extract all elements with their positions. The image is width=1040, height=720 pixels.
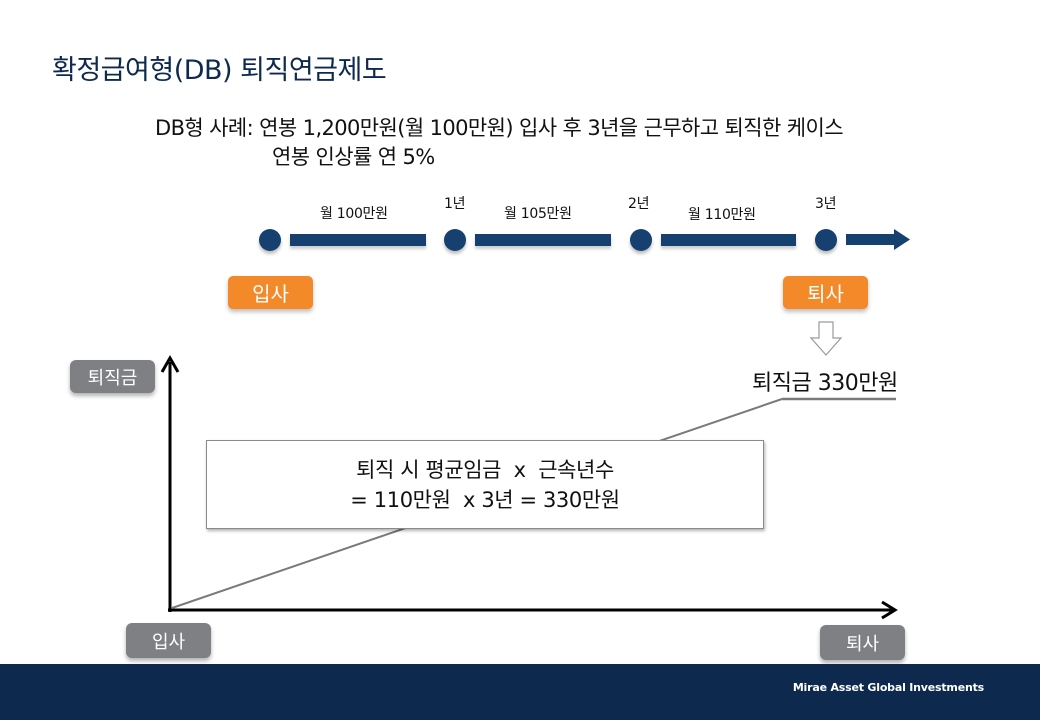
retirement-pay-result: 퇴직금 330만원	[752, 371, 898, 396]
case-description-line1: DB형 사례: 연봉 1,200만원(월 100만원) 입사 후 3년을 근무하…	[155, 116, 844, 140]
y-axis-label-badge: 퇴직금	[70, 360, 155, 393]
arrow-down-icon	[809, 321, 843, 356]
period-salary-label: 월 110만원	[688, 207, 756, 223]
arrow-right-icon	[846, 229, 910, 250]
formula-line2: = 110만원 x 3년 = 330만원	[350, 487, 620, 512]
year-mark-label: 1년	[444, 196, 466, 212]
retire-badge: 퇴사	[783, 276, 868, 309]
page-title: 확정급여형(DB) 퇴직연금제도	[52, 55, 387, 86]
timeline-dot	[630, 229, 652, 251]
timeline-dot	[259, 229, 281, 251]
x-axis-start-badge: 입사	[126, 623, 211, 658]
year-mark-label: 2년	[628, 196, 650, 212]
company-brand: Mirae Asset Global Investments	[792, 681, 984, 694]
year-mark-label: 3년	[815, 196, 837, 212]
timeline-dot	[444, 229, 466, 251]
timeline-bar	[475, 234, 611, 246]
x-axis-end-badge: 퇴사	[820, 625, 905, 660]
period-salary-label: 월 105만원	[504, 206, 572, 222]
case-description-line2: 연봉 인상률 연 5%	[272, 145, 435, 169]
retirement-chart	[160, 354, 898, 620]
formula-line1: 퇴직 시 평균임금 x 근속년수	[356, 457, 614, 482]
footer-bar: Mirae Asset Global Investments	[0, 664, 1040, 720]
timeline-bar	[290, 234, 426, 246]
timeline-bar	[661, 234, 796, 246]
join-badge: 입사	[228, 276, 313, 309]
formula-box: 퇴직 시 평균임금 x 근속년수 = 110만원 x 3년 = 330만원	[206, 440, 764, 529]
timeline-dot	[815, 229, 837, 251]
period-salary-label: 월 100만원	[320, 206, 388, 222]
